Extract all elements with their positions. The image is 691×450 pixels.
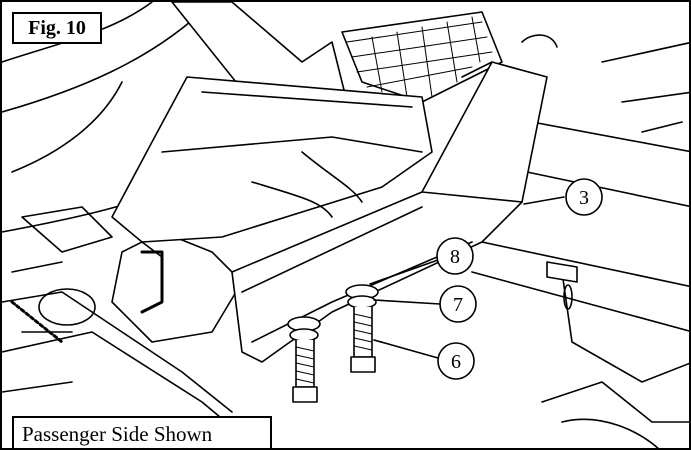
- vehicle-body: [2, 2, 259, 448]
- figure-caption: Passenger Side Shown: [12, 416, 272, 448]
- callout-3-label: 3: [579, 187, 589, 209]
- hardware-stack: [287, 284, 379, 403]
- callout-8-label: 8: [450, 246, 460, 268]
- callout-7-label: 7: [453, 294, 463, 316]
- callout-7: [439, 285, 477, 323]
- bracket-part: [231, 61, 548, 363]
- callout-3: [565, 178, 603, 216]
- frame-rail: [471, 34, 689, 448]
- callout-6-label: 6: [451, 351, 461, 373]
- mesh-grille: [341, 11, 503, 103]
- cover-assembly: [111, 2, 433, 258]
- figure-label: Fig. 10: [12, 12, 102, 44]
- callouts: 3 8 7 6: [369, 178, 603, 380]
- callout-8: [436, 237, 474, 275]
- callout-6: [437, 342, 475, 380]
